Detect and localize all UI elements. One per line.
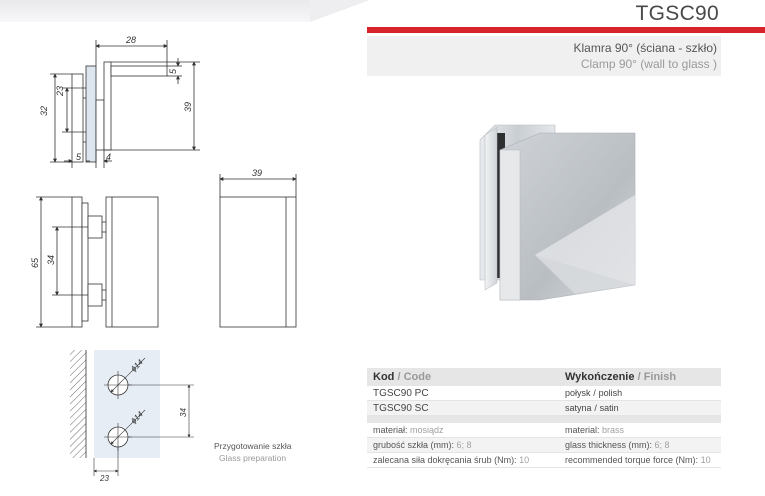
table-row: TGSC90 SC satyna / satin bbox=[367, 401, 721, 416]
top-view bbox=[219, 174, 297, 328]
spec-row: materiał: mosiądz material: brass bbox=[367, 423, 721, 438]
subtitle-polish: Klamra 90° (ściana - szkło) bbox=[573, 41, 717, 55]
front-view-labels: 65 34 bbox=[30, 255, 56, 268]
dim-23-glass: 23 bbox=[99, 474, 109, 483]
dim-23-side: 23 bbox=[55, 86, 65, 97]
dim-39-top: 39 bbox=[252, 168, 262, 178]
dim-5-top: 5 bbox=[168, 68, 178, 74]
col-code-header: Kod / Code bbox=[373, 371, 432, 383]
col-finish-header: Wykończenie / Finish bbox=[565, 371, 677, 383]
spec-table: Kod / Code Wykończenie / Finish TGSC90 P… bbox=[367, 368, 721, 468]
dim-28: 28 bbox=[125, 35, 136, 45]
row-finish: połysk / polish bbox=[565, 388, 623, 398]
side-view-labels: 28 5 39 32 23 5 4 bbox=[39, 35, 193, 162]
front-view bbox=[36, 196, 159, 328]
row-code: TGSC90 PC bbox=[373, 388, 429, 399]
dim-34-front: 34 bbox=[46, 255, 56, 265]
product-title: TGSC90 bbox=[635, 2, 719, 25]
technical-drawing: 28 5 39 32 23 5 4 65 34 39 bbox=[30, 35, 297, 483]
table-divider bbox=[367, 416, 721, 423]
subtitle-english: Clamp 90° (wall to glass ) bbox=[580, 57, 717, 71]
spec-row: zalecana siła dokręcania śrub (Nm): 10 r… bbox=[367, 453, 721, 468]
table-row: TGSC90 PC połysk / polish bbox=[367, 386, 721, 401]
side-view bbox=[50, 40, 200, 168]
glass-preparation-view: ϕ14 ϕ14 34 23 bbox=[70, 350, 194, 483]
dim-4: 4 bbox=[106, 152, 111, 162]
dim-65: 65 bbox=[30, 257, 40, 268]
title-underline bbox=[367, 27, 765, 33]
dim-34-glass: 34 bbox=[179, 408, 188, 417]
row-code: TGSC90 SC bbox=[373, 403, 429, 414]
dim-5-bottom: 5 bbox=[76, 152, 82, 162]
row-finish: satyna / satin bbox=[565, 403, 619, 413]
product-image bbox=[479, 124, 636, 301]
glass-prep-label-pl: Przygotowanie szkła bbox=[214, 441, 292, 451]
dim-32: 32 bbox=[39, 106, 49, 116]
spec-row: grubość szkła (mm): 6; 8 glass thickness… bbox=[367, 438, 721, 453]
header-band bbox=[0, 0, 370, 22]
table-header: Kod / Code Wykończenie / Finish bbox=[367, 368, 721, 386]
subtitle-panel bbox=[367, 36, 721, 76]
glass-prep-label-en: Glass preparation bbox=[219, 453, 287, 463]
dim-39: 39 bbox=[183, 102, 193, 112]
